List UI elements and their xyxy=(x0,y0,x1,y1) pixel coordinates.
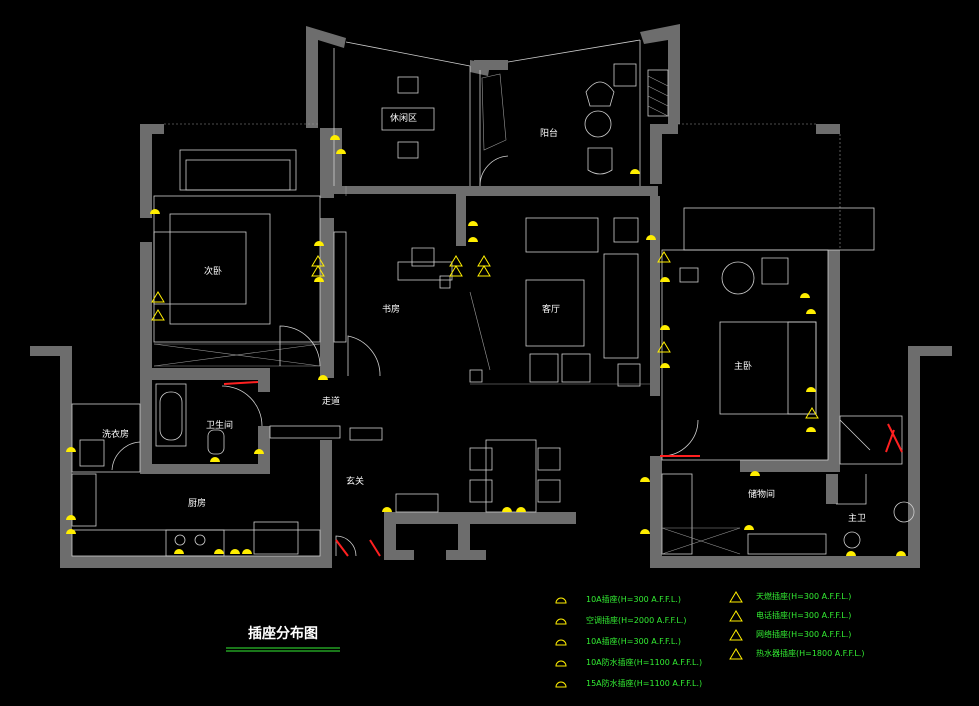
legend-symbol-2 xyxy=(555,618,567,625)
legend-symbol-9 xyxy=(729,648,743,660)
title-text: 插座分布图 xyxy=(248,625,318,642)
label-foyer: 玄关 xyxy=(346,475,364,487)
label-second-bedroom: 次卧 xyxy=(204,265,222,277)
legend-right-2: 电话插座(H=300 A.F.F.L.) xyxy=(756,610,851,620)
sockets xyxy=(66,135,906,556)
legend-symbol-7 xyxy=(729,610,743,622)
legend-left-1: 10A插座(H=300 A.F.F.L.) xyxy=(586,594,681,604)
legend-symbol-6 xyxy=(729,591,743,603)
legend-right-1: 天燃插座(H=300 A.F.F.L.) xyxy=(756,591,851,601)
legend-symbol-3 xyxy=(555,639,567,646)
label-storage: 储物间 xyxy=(748,488,775,500)
drawing-title: 插座分布图 xyxy=(226,625,340,652)
label-bathroom: 卫生间 xyxy=(206,419,233,431)
label-corridor: 走道 xyxy=(322,395,340,407)
legend-symbol-4 xyxy=(555,660,567,667)
walls xyxy=(30,24,952,568)
legend-right-4: 热水器插座(H=1800 A.F.F.L.) xyxy=(756,648,864,658)
legend: 10A插座(H=300 A.F.F.L.) 空调插座(H=2000 A.F.F.… xyxy=(555,591,864,688)
legend-symbol-1 xyxy=(555,597,567,604)
legend-left-4: 10A防水插座(H=1100 A.F.F.L.) xyxy=(586,657,702,667)
interior-lines xyxy=(71,39,915,557)
legend-symbol-8 xyxy=(729,629,743,641)
room-labels: 休闲区 阳台 次卧 书房 客厅 主卧 走道 卫生间 洗衣房 玄关 储物间 厨房 … xyxy=(102,112,866,524)
red-door-marks xyxy=(223,381,903,557)
label-leisure: 休闲区 xyxy=(390,112,417,124)
label-study: 书房 xyxy=(382,303,400,315)
label-balcony: 阳台 xyxy=(540,127,558,139)
legend-left-3: 10A插座(H=300 A.F.F.L.) xyxy=(586,636,681,646)
legend-left-2: 空调插座(H=2000 A.F.F.L.) xyxy=(586,615,686,625)
label-master-bedroom: 主卧 xyxy=(734,360,752,372)
legend-left-5: 15A防水插座(H=1100 A.F.F.L.) xyxy=(586,678,702,688)
label-laundry: 洗衣房 xyxy=(102,428,129,440)
legend-symbol-5 xyxy=(555,681,567,688)
legend-right-3: 网络插座(H=300 A.F.F.L.) xyxy=(756,629,851,639)
label-kitchen: 厨房 xyxy=(188,497,206,509)
label-master-bath: 主卫 xyxy=(848,512,866,524)
label-living-room: 客厅 xyxy=(542,303,560,315)
